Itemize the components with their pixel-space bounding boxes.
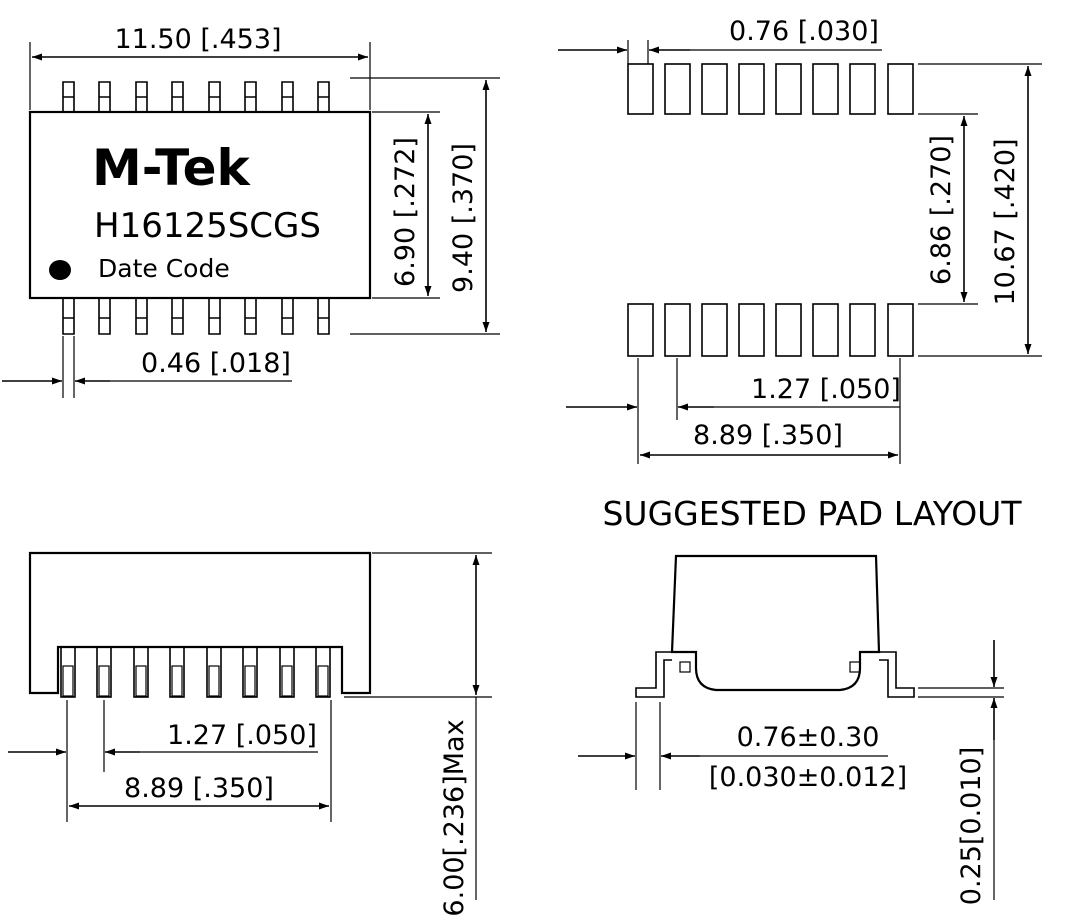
pad-pitch-dimension-label: 1.27 [.050] <box>751 374 901 405</box>
end-view-standoff-right <box>849 661 861 673</box>
solder-pad <box>849 63 876 115</box>
side-pin-foot <box>317 665 329 697</box>
bottom-pin <box>135 298 148 335</box>
width-dimension-label: 11.50 [.453] <box>114 24 281 55</box>
solder-pad <box>887 63 914 115</box>
side-pin <box>169 646 185 698</box>
side-row-length-dimension-label: 8.89 [.350] <box>124 773 274 804</box>
end-view-standoff-left <box>679 661 691 673</box>
pad-gap-dimension-label: 6.86 [.270] <box>926 135 957 285</box>
side-pin <box>133 646 149 698</box>
top-pin <box>171 81 184 112</box>
side-pin-foot <box>244 665 256 697</box>
side-pin <box>242 646 258 698</box>
bottom-pin <box>281 298 294 335</box>
solder-pad <box>887 303 914 357</box>
bottom-pin <box>171 298 184 335</box>
bottom-pin <box>62 298 75 335</box>
solder-pad <box>701 303 728 357</box>
foot-dimension-label: 0.76±0.30 <box>737 722 880 753</box>
side-pin <box>315 646 331 698</box>
solder-pad <box>775 63 802 115</box>
pad-layout-title: SUGGESTED PAD LAYOUT <box>602 494 1022 533</box>
solder-pad <box>627 63 654 115</box>
end-view-right-lead <box>879 651 915 698</box>
side-view-body <box>28 551 372 695</box>
top-view-lower-pins <box>62 298 330 335</box>
pad-row-length-dimension-label: 8.89 [.350] <box>693 420 843 451</box>
pad-span-dimension-label: 10.67 [.420] <box>990 138 1021 305</box>
end-view-body <box>670 554 881 692</box>
side-pin-foot <box>281 665 293 697</box>
solder-pad <box>812 303 839 357</box>
end-view-left-lead <box>635 651 672 698</box>
top-pin <box>317 81 330 112</box>
side-view-pins <box>60 646 331 698</box>
solder-pad <box>664 303 691 357</box>
side-pin <box>279 646 295 698</box>
part-number: H16125SCGS <box>94 206 321 246</box>
lower-pad-row <box>627 303 914 357</box>
standoff-dimension-label: 0.25[0.010] <box>956 747 987 905</box>
solder-pad <box>627 303 654 357</box>
solder-pad <box>701 63 728 115</box>
top-pin <box>62 81 75 112</box>
side-pin-foot <box>98 665 110 697</box>
bottom-pin <box>244 298 257 335</box>
pad-layout-view: 0.76 [.030] 6.86 [.270] 10.67 [.420] 1.2… <box>558 16 1042 533</box>
bottom-pin <box>208 298 221 335</box>
side-pin-foot <box>171 665 183 697</box>
overall-height-dimension-label: 9.40 [.370] <box>448 143 479 293</box>
solder-pad <box>812 63 839 115</box>
side-pin-foot <box>62 665 74 697</box>
side-pin <box>60 646 76 698</box>
bottom-pin <box>98 298 111 335</box>
top-pin <box>208 81 221 112</box>
top-pin <box>98 81 111 112</box>
upper-pad-row <box>627 63 914 115</box>
side-height-dimension-label: 6.00[.236]Max <box>439 719 470 916</box>
top-pin <box>244 81 257 112</box>
side-pin-foot <box>135 665 147 697</box>
top-pin <box>281 81 294 112</box>
pin-width-dimension-label: 0.46 [.018] <box>141 348 291 379</box>
body-height-dimension-label: 6.90 [.272] <box>390 137 421 287</box>
brand-logo-text: M-Tek <box>92 139 252 197</box>
side-view: 6.00[.236]Max 1.27 [.050] 8.89 [.350] <box>8 551 492 917</box>
end-view: 0.76±0.30 [0.030±0.012] 0.25[0.010] <box>578 554 1004 905</box>
top-view-upper-pins <box>62 81 330 112</box>
top-pin <box>135 81 148 112</box>
date-code-label: Date Code <box>98 254 230 283</box>
top-view-body <box>28 110 372 300</box>
side-pin <box>206 646 222 698</box>
solder-pad <box>738 63 765 115</box>
solder-pad <box>849 303 876 357</box>
side-pin-foot <box>208 665 220 697</box>
foot-dimension-inch-label: [0.030±0.012] <box>709 762 907 793</box>
side-pitch-dimension-label: 1.27 [.050] <box>167 720 317 751</box>
solder-pad <box>775 303 802 357</box>
top-view: M-Tek H16125SCGS Date Code 11.50 [.453] … <box>2 24 500 398</box>
pin1-dot <box>49 260 71 280</box>
side-pin <box>96 646 112 698</box>
pad-width-dimension-label: 0.76 [.030] <box>729 16 879 47</box>
bottom-pin <box>317 298 330 335</box>
solder-pad <box>664 63 691 115</box>
solder-pad <box>738 303 765 357</box>
